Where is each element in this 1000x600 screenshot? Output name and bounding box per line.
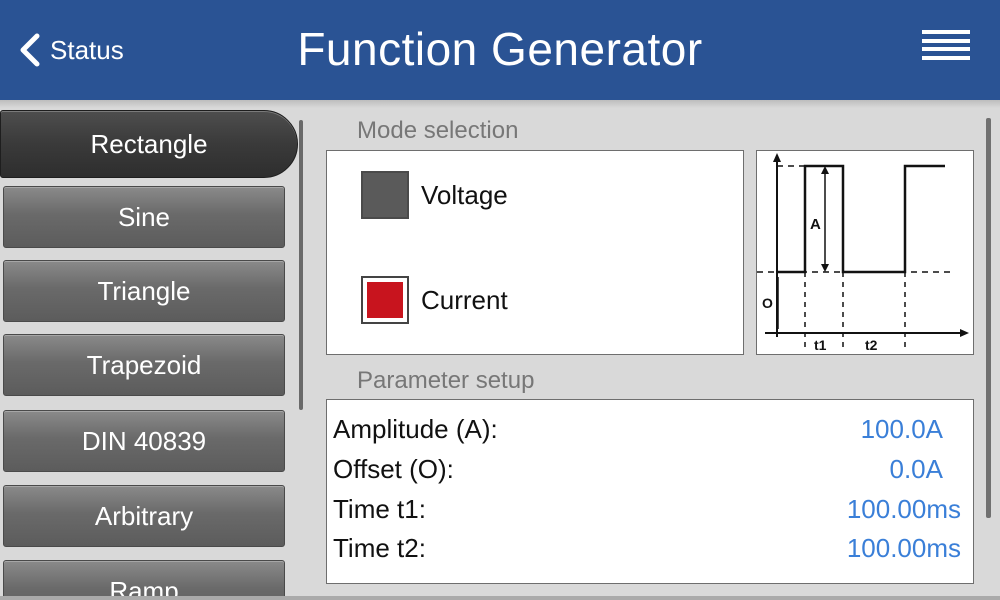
sidebar-item-sine[interactable]: Sine xyxy=(3,186,285,248)
bottom-divider xyxy=(0,596,1000,600)
rectangle-waveform-diagram: A O t1 t2 xyxy=(757,153,969,353)
amplitude-value[interactable]: 100.0A xyxy=(860,414,943,444)
back-button[interactable]: Status xyxy=(18,30,124,70)
t2-label: t2 xyxy=(865,337,878,353)
time-t2-value[interactable]: 100.00ms xyxy=(846,533,961,563)
page-title: Function Generator xyxy=(297,23,703,75)
menu-icon-bar xyxy=(922,47,970,51)
offset-value[interactable]: 0.0A xyxy=(889,454,944,484)
time-t2-label: Time t2: xyxy=(333,533,426,563)
amplitude-arrow-head-down xyxy=(821,264,829,272)
app-header: Status Function Generator xyxy=(0,0,1000,100)
chevron-left-icon xyxy=(20,33,40,67)
mode-option-current[interactable]: Current xyxy=(361,276,508,324)
offset-symbol: O xyxy=(762,295,773,311)
param-row-time-t2: Time t2: 100.00ms xyxy=(333,529,961,567)
header-divider xyxy=(0,100,1000,108)
menu-icon-bar xyxy=(922,38,970,43)
x-axis-arrow xyxy=(960,329,969,337)
param-row-offset: Offset (O): 0.0A xyxy=(333,450,961,488)
menu-icon-bar xyxy=(922,55,970,60)
amplitude-symbol: A xyxy=(810,216,821,233)
t1-label: t1 xyxy=(814,337,827,353)
current-radio-selected[interactable] xyxy=(361,276,409,324)
time-t1-label: Time t1: xyxy=(333,494,426,524)
sidebar-scrollbar[interactable] xyxy=(299,120,303,410)
voltage-radio[interactable] xyxy=(361,171,409,219)
back-label: Status xyxy=(50,34,124,65)
waveform-diagram-panel: A O t1 t2 xyxy=(756,150,974,355)
current-label: Current xyxy=(421,284,508,315)
param-row-time-t1: Time t1: 100.00ms xyxy=(333,490,961,528)
menu-icon-bar xyxy=(922,30,970,34)
amplitude-arrow-head-up xyxy=(821,166,829,174)
rectangle-waveform-line xyxy=(777,164,945,274)
param-row-amplitude: Amplitude (A): 100.0A xyxy=(333,410,961,448)
offset-label: Offset (O): xyxy=(333,454,454,484)
sidebar-item-arbitrary[interactable]: Arbitrary xyxy=(3,485,285,547)
mode-option-voltage[interactable]: Voltage xyxy=(361,171,508,219)
mode-selection-panel: Voltage Current xyxy=(326,150,744,355)
sidebar-item-rectangle[interactable]: Rectangle xyxy=(0,110,298,178)
waveform-sidebar: Rectangle Sine Triangle Trapezoid DIN 40… xyxy=(0,108,300,600)
voltage-label: Voltage xyxy=(421,179,508,210)
y-axis-arrow xyxy=(773,153,781,162)
menu-button[interactable] xyxy=(922,30,970,68)
amplitude-label: Amplitude (A): xyxy=(333,414,498,444)
sidebar-item-ramp[interactable]: Ramp xyxy=(3,560,285,600)
main-scrollbar[interactable] xyxy=(986,118,991,518)
parameter-setup-panel: Amplitude (A): 100.0A Offset (O): 0.0A T… xyxy=(326,399,974,584)
sidebar-item-trapezoid[interactable]: Trapezoid xyxy=(3,334,285,396)
time-t1-value[interactable]: 100.00ms xyxy=(846,494,961,524)
mode-selection-label: Mode selection xyxy=(357,117,519,144)
sidebar-item-din-40839[interactable]: DIN 40839 xyxy=(3,410,285,472)
sidebar-item-triangle[interactable]: Triangle xyxy=(3,260,285,322)
parameter-setup-label: Parameter setup xyxy=(357,367,535,394)
